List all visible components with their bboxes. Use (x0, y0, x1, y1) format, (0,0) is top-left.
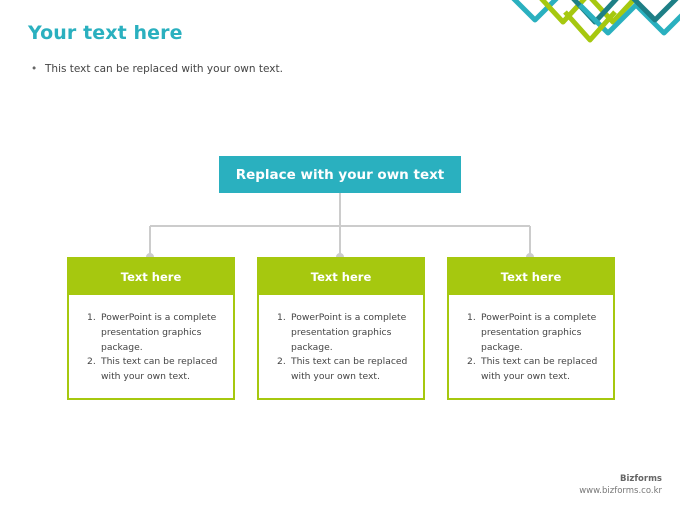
child-card-list: 1.PowerPoint is a complete presentation … (467, 311, 603, 385)
child-card-2: Text here 1.PowerPoint is a complete pre… (257, 257, 425, 400)
child-card-header: Text here (69, 259, 233, 295)
list-item: 2.This text can be replaced with your ow… (467, 356, 598, 383)
child-card-list: 1.PowerPoint is a complete presentation … (87, 311, 223, 385)
list-item: 2.This text can be replaced with your ow… (87, 356, 218, 383)
root-node: Replace with your own text (219, 156, 461, 193)
list-item: 1.PowerPoint is a complete presentation … (467, 312, 597, 353)
brand-name: Bizforms (620, 474, 662, 484)
slide-bullet: • This text can be replaced with your own… (31, 63, 283, 75)
list-item: 2.This text can be replaced with your ow… (277, 356, 408, 383)
child-card-1: Text here 1.PowerPoint is a complete pre… (67, 257, 235, 400)
corner-zigzag-decoration (511, 0, 680, 43)
child-card-3: Text here 1.PowerPoint is a complete pre… (447, 257, 615, 400)
list-item: 1.PowerPoint is a complete presentation … (87, 312, 217, 353)
brand-footer: Bizforms www.bizforms.co.kr (579, 473, 662, 497)
root-node-label: Replace with your own text (235, 166, 445, 183)
slide-title: Your text here (28, 22, 183, 44)
slide-bullet-text: This text can be replaced with your own … (45, 63, 283, 75)
child-card-header: Text here (259, 259, 423, 295)
child-card-list: 1.PowerPoint is a complete presentation … (277, 311, 413, 385)
bullet-dot: • (31, 63, 38, 75)
brand-url: www.bizforms.co.kr (579, 486, 662, 496)
list-item: 1.PowerPoint is a complete presentation … (277, 312, 407, 353)
child-card-header: Text here (449, 259, 613, 295)
